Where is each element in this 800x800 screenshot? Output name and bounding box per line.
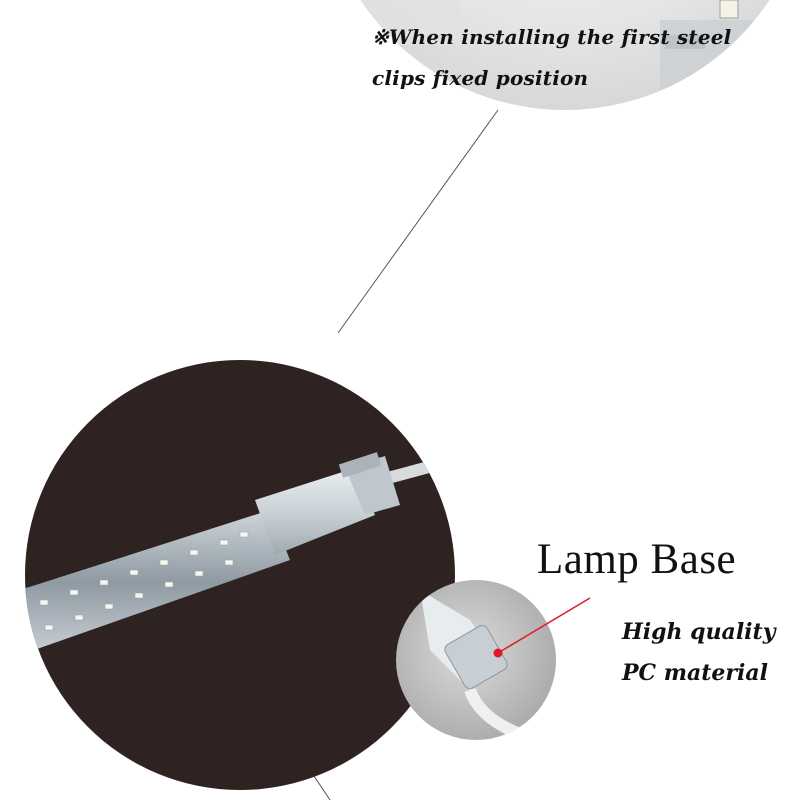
lamp-base-main-photo <box>25 360 455 790</box>
lamp-base-desc-line-1: High quality <box>622 619 776 645</box>
lamp-base-desc-line-2: PC material <box>622 660 768 686</box>
top-callout-line-1: ※When installing the first steel <box>372 25 732 49</box>
connector-line-top <box>337 109 499 334</box>
lamp-base-closeup-photo <box>396 580 556 740</box>
top-callout-line-2: clips fixed position <box>372 66 589 90</box>
lamp-base-title: Lamp Base <box>537 536 737 583</box>
lamp-base-pointer <box>493 597 591 658</box>
top-detail-photo <box>340 0 800 110</box>
